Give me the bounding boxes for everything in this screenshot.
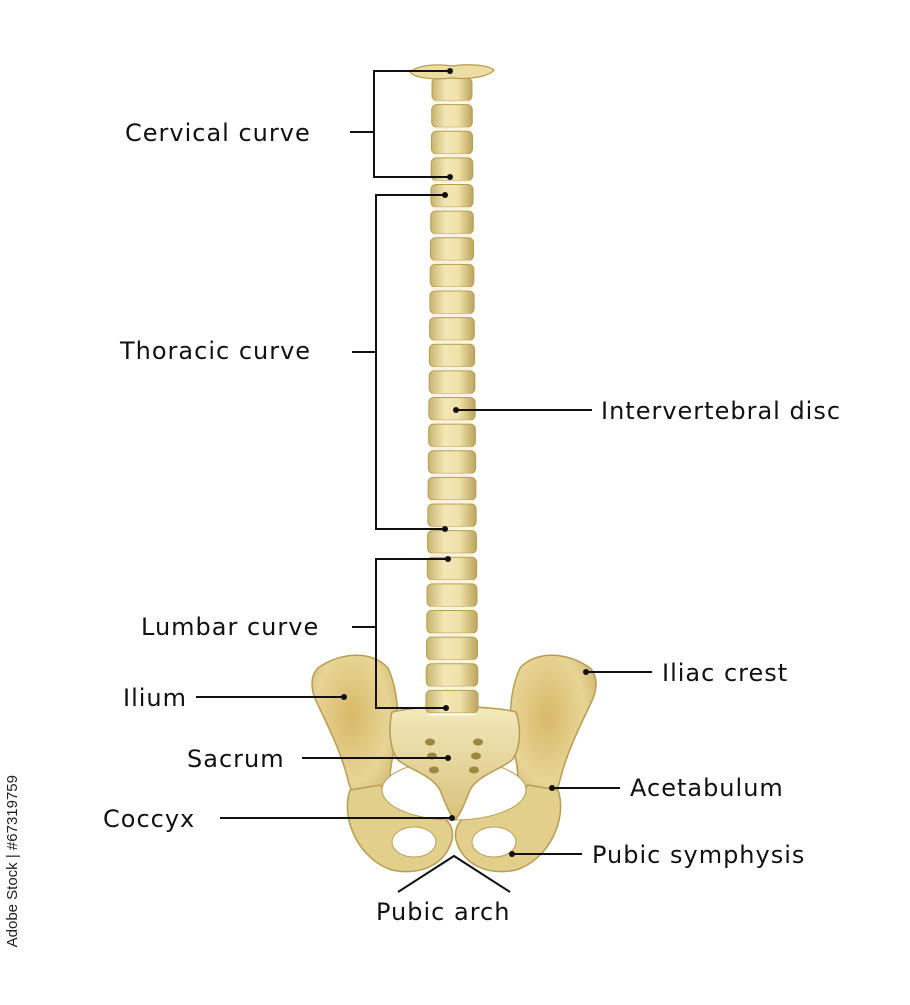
- vertebra-body: [429, 290, 475, 315]
- intervertebral-disc: [428, 686, 476, 690]
- intervertebral-disc: [428, 633, 476, 637]
- sacral-foramen: [469, 766, 479, 774]
- intervertebral-disc: [431, 313, 473, 317]
- pubic-arch-leader: [397, 854, 511, 893]
- vertebra-body: [428, 343, 476, 368]
- dot-coccyx: [449, 815, 455, 821]
- vertebra-body: [426, 636, 478, 661]
- intervertebral-disc: [433, 180, 471, 184]
- intervertebral-disc: [431, 366, 473, 370]
- vertebra-body: [428, 423, 476, 448]
- dot-acetabulum: [549, 785, 555, 791]
- label-pubic-symphysis: Pubic symphysis: [592, 841, 806, 869]
- intervertebral-disc: [432, 207, 472, 211]
- sacral-foramen: [429, 766, 439, 774]
- dot-thoracic-bottom: [442, 526, 448, 532]
- vertebra-body: [429, 263, 475, 288]
- vertebra-body: [426, 556, 478, 581]
- label-thoracic-curve: Thoracic curve: [120, 337, 312, 365]
- dot-iliac-crest: [583, 669, 589, 675]
- intervertebral-disc: [429, 526, 475, 530]
- intervertebral-disc: [430, 473, 474, 477]
- thoracic-bracket: [375, 194, 445, 530]
- intervertebral-disc: [430, 446, 474, 450]
- intervertebral-disc: [432, 260, 472, 264]
- lumbar-bracket: [375, 558, 448, 709]
- label-iliac-crest: Iliac crest: [662, 659, 789, 687]
- left-obturator-foramen: [391, 826, 437, 858]
- sacral-foramen: [471, 752, 481, 760]
- stock-id-watermark: Adobe Stock | #67319759: [4, 775, 21, 948]
- intervertebral-disc: [428, 713, 476, 716]
- label-ilium: Ilium: [123, 684, 188, 712]
- vertebra-body: [427, 503, 477, 528]
- right-obturator-foramen: [471, 826, 517, 858]
- intervertebral-disc: [429, 606, 475, 610]
- vertebra-body: [427, 450, 477, 474]
- intervertebral-disc: [431, 393, 473, 397]
- intervertebral-disc: [434, 100, 470, 104]
- intervertebral-disc: [432, 233, 472, 237]
- vertebra-body: [426, 583, 478, 607]
- vertebra-body: [429, 317, 475, 341]
- intervertebral-disc: [432, 287, 472, 290]
- dot-lumbar-bottom: [443, 705, 449, 711]
- intervertebral-disc: [429, 553, 475, 557]
- vertebra-body: [425, 663, 479, 687]
- label-intervertebral-disc: Intervertebral disc: [601, 397, 842, 425]
- intervertebral-disc: [428, 659, 476, 663]
- leader-lines: [196, 70, 652, 893]
- cervical-bracket: [373, 70, 450, 178]
- intervertebral-disc: [433, 127, 471, 131]
- dot-cervical-top: [447, 68, 453, 74]
- dot-lumbar-top: [445, 556, 451, 562]
- intervertebral-disc: [431, 340, 473, 344]
- vertebra-body: [430, 210, 474, 235]
- label-coccyx: Coccyx: [103, 805, 196, 833]
- vertebra-body: [430, 130, 474, 155]
- vertebra-body: [427, 530, 477, 554]
- sacrum-bone: [389, 706, 521, 822]
- dot-thoracic-top: [442, 192, 448, 198]
- label-cervical-curve: Cervical curve: [125, 119, 311, 147]
- vertebral-column: [425, 77, 479, 716]
- vertebra-body: [429, 237, 475, 261]
- label-acetabulum: Acetabulum: [630, 774, 784, 802]
- dot-ilium: [341, 694, 347, 700]
- intervertebral-disc: [433, 153, 471, 157]
- vertebra-body: [427, 476, 477, 501]
- vertebra-body: [428, 370, 476, 394]
- intervertebral-disc: [430, 420, 474, 424]
- label-sacrum: Sacrum: [187, 745, 285, 773]
- vertebra-body: [428, 397, 476, 421]
- dot-pubic-symphysis: [509, 851, 515, 857]
- label-pubic-arch: Pubic arch: [376, 898, 511, 926]
- intervertebral-disc: [430, 500, 474, 503]
- sacral-foramen: [425, 738, 435, 746]
- dot-intervertebral-disc: [453, 407, 459, 413]
- label-lumbar-curve: Lumbar curve: [141, 613, 320, 641]
- vertebra-body: [431, 77, 473, 102]
- vertebra-body: [431, 104, 473, 128]
- dot-cervical-bottom: [447, 174, 453, 180]
- intervertebral-disc: [429, 579, 475, 583]
- sacral-foramen: [473, 738, 483, 746]
- dot-sacrum: [445, 755, 451, 761]
- vertebra-body: [426, 610, 478, 634]
- vertebra-body: [425, 689, 479, 714]
- sacral-foramina: [425, 738, 483, 774]
- leader-dots: [341, 68, 589, 857]
